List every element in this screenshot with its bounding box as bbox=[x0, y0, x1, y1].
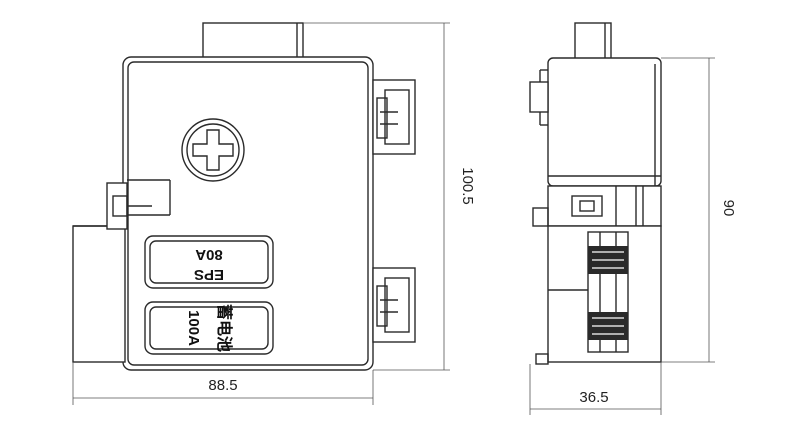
label-plate-lower bbox=[144, 301, 274, 355]
side-dimensions bbox=[529, 57, 715, 415]
label-lower-line2: 100A bbox=[185, 310, 202, 346]
dim-front-width: 88.5 bbox=[208, 377, 237, 394]
front-view bbox=[72, 22, 416, 371]
front-left-latch bbox=[106, 182, 128, 230]
side-middle-section bbox=[547, 185, 662, 227]
label-upper-line1: EPS bbox=[194, 266, 224, 283]
screw-icon bbox=[181, 118, 245, 182]
label-upper-line2: 80A bbox=[195, 246, 223, 263]
label-lower-line1: 蓄电池 bbox=[215, 304, 234, 352]
side-upper-housing bbox=[547, 57, 662, 187]
dim-side-width: 36.5 bbox=[579, 389, 608, 406]
front-right-clip-lower bbox=[372, 267, 416, 343]
front-top-tab bbox=[202, 22, 304, 61]
label-plate-upper bbox=[144, 235, 274, 289]
front-left-terminal bbox=[72, 225, 126, 363]
front-right-clip-upper bbox=[372, 79, 416, 155]
dim-side-height: 90 bbox=[720, 200, 737, 217]
front-dimensions bbox=[72, 22, 450, 405]
dim-front-height: 100.5 bbox=[459, 167, 476, 205]
